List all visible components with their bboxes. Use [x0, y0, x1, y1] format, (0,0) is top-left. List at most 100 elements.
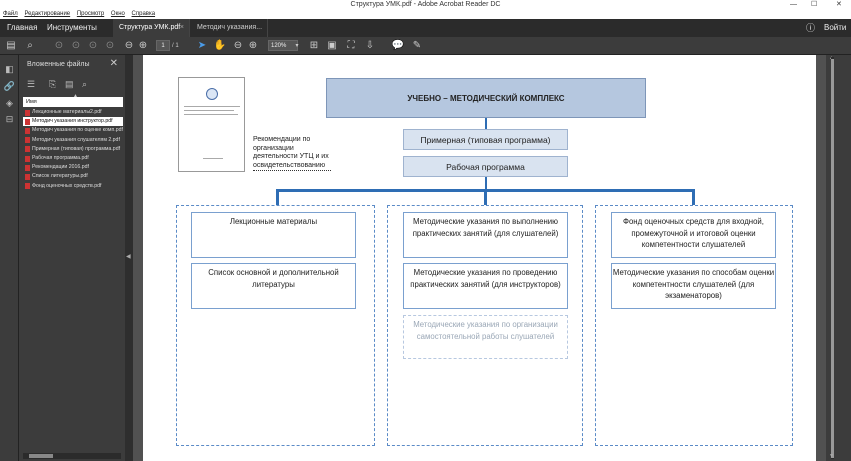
group-column-1 [176, 205, 375, 446]
open-attachment-icon[interactable]: ⎘ [49, 79, 57, 89]
scroll-down-icon[interactable]: ▼ [829, 453, 834, 459]
search-attachment-icon[interactable]: ⌕ [82, 79, 88, 89]
comment-icon[interactable]: 💬 [391, 40, 405, 51]
attachment-item[interactable]: Примерная (типовая) программа.pdf [23, 145, 123, 154]
vertical-scrollbar[interactable]: ▲ ▼ [826, 55, 851, 461]
nav-tools[interactable]: Инструменты [47, 23, 97, 32]
menu-bar: Файл Редактирование Просмотр Окно Справк… [0, 10, 851, 19]
connector [276, 189, 279, 205]
attachment-label: Методич указания по оценке комп.pdf [32, 127, 123, 134]
menu-edit[interactable]: Редактирование [24, 11, 71, 17]
group-column-3 [595, 205, 793, 446]
options-icon[interactable]: ☰ [27, 79, 36, 89]
connector [485, 177, 487, 190]
menu-window[interactable]: Окно [110, 11, 125, 17]
page-total: / 1 [172, 43, 179, 49]
pdf-file-icon [25, 118, 30, 125]
pdf-page: Рекомендации по организации деятельности… [143, 55, 816, 461]
collapse-arrow-icon[interactable]: ◀ [126, 254, 131, 260]
scroll-mode-icon[interactable]: ⇩ [365, 40, 375, 51]
tab-label: Структура УМК.pdf [119, 24, 181, 31]
forward-icon[interactable]: ⊕ [138, 40, 148, 51]
minimize-button[interactable]: — [790, 1, 797, 8]
page-view-icon[interactable]: ▣ [327, 40, 337, 51]
lecture-materials-box: Лекционные материалы [191, 212, 356, 258]
pdf-file-icon [25, 173, 30, 180]
prev-page-icon[interactable]: ⊙ [71, 40, 81, 51]
thumbnail-line [184, 106, 240, 107]
pdf-file-icon [25, 146, 30, 153]
help-icon[interactable]: ⓘ [806, 23, 816, 33]
tab-close-icon[interactable]: × [179, 24, 184, 31]
next-page-icon[interactable]: ⊙ [88, 40, 98, 51]
attachment-label: Лекционные материалы2.pdf [32, 109, 102, 116]
window-title: Структура УМК.pdf - Adobe Acrobat Reader… [350, 1, 501, 8]
panel-title: Вложенные файлы [27, 61, 90, 68]
assessment-methods-box: Методические указания по способам оценки… [611, 263, 776, 309]
search-icon[interactable]: ⌕ [27, 40, 33, 51]
hand-tool-icon[interactable]: ✋ [213, 40, 227, 51]
attachment-item[interactable]: Рабочая программа.pdf [23, 154, 123, 163]
recommendation-link[interactable]: Рекомендации по организации деятельности… [253, 136, 331, 171]
horizontal-scrollbar[interactable] [23, 453, 121, 459]
sort-arrow-icon: ▲ [73, 93, 78, 99]
close-window-button[interactable]: ✕ [836, 1, 842, 8]
select-cursor-icon[interactable]: ➤ [197, 40, 207, 51]
menu-view[interactable]: Просмотр [76, 11, 105, 17]
tab-structure[interactable]: Структура УМК.pdf × [113, 19, 190, 37]
attachment-label: Методич указания инструктор.pdf [32, 118, 113, 125]
attachment-item[interactable]: Лекционные материалы2.pdf [23, 108, 123, 117]
attachment-item[interactable]: Список литературы.pdf [23, 172, 123, 181]
scroll-thumb[interactable] [831, 59, 834, 458]
back-icon[interactable]: ⊖ [124, 40, 134, 51]
pdf-file-icon [25, 109, 30, 116]
thumbnail-line [184, 114, 238, 115]
signin-button[interactable]: Войти [824, 23, 847, 32]
fit-page-icon[interactable]: ⊞ [309, 40, 319, 51]
work-program-box: Рабочая программа [403, 156, 568, 177]
thumbnail-line [184, 110, 234, 111]
attachment-item[interactable]: Методич указания инструктор.pdf [23, 117, 123, 127]
document-viewport[interactable]: Рекомендации по организации деятельности… [133, 55, 826, 461]
attachment-item[interactable]: Рекомендации 2016.pdf [23, 163, 123, 172]
panel-splitter[interactable]: ◀ [125, 55, 133, 461]
attachment-item[interactable]: Методич указания по оценке комп.pdf [23, 126, 123, 135]
pdf-file-icon [25, 155, 30, 162]
zoom-in-icon[interactable]: ⊕ [248, 40, 258, 51]
attachment-label: Рекомендации 2016.pdf [32, 164, 89, 171]
document-thumbnail-image[interactable] [178, 77, 245, 172]
save-attachment-icon[interactable]: ▤ [65, 79, 74, 89]
literature-list-box: Список основной и дополнительной литерат… [191, 263, 356, 309]
pdf-file-icon [25, 137, 30, 144]
attachments-icon[interactable]: 🔗 [3, 81, 16, 91]
nav-home[interactable]: Главная [7, 23, 38, 32]
self-study-guide-box: Методические указания по организации сам… [403, 315, 568, 359]
attachment-item[interactable]: Фонд оценочных средств.pdf [23, 182, 123, 191]
zoom-select[interactable]: 120% [268, 40, 298, 51]
connector [692, 189, 695, 205]
fullscreen-icon[interactable]: ⛶ [347, 40, 355, 51]
page-down-icon[interactable]: ⊙ [105, 40, 115, 51]
column-header-name[interactable]: Имя [23, 97, 123, 107]
attachments-panel: Вложенные файлы ✕ ☰ ⎘ ▤ ⌕ ▲ Имя Лекционн… [19, 55, 125, 461]
menu-file[interactable]: Файл [3, 11, 18, 17]
layers-icon[interactable]: ◈ [6, 98, 13, 108]
attachment-item[interactable]: Методич указания слушателям 2.pdf [23, 136, 123, 145]
zoom-dropdown-icon[interactable]: ▾ [295, 43, 299, 49]
scrollbar-thumb[interactable] [29, 454, 53, 458]
page-number-input[interactable]: 1 [156, 40, 170, 51]
connector [484, 189, 487, 205]
collapse-panel-icon[interactable]: ◧ [5, 64, 14, 74]
panel-close-icon[interactable]: ✕ [109, 58, 118, 69]
save-icon[interactable]: ▤ [6, 40, 16, 51]
pen-icon[interactable]: ✎ [412, 40, 422, 51]
emblem-icon [206, 88, 218, 100]
tab-method-guide[interactable]: Методич указания... [191, 19, 268, 37]
menu-help[interactable]: Справка [131, 11, 156, 17]
typical-program-box: Примерная (типовая программа) [403, 129, 568, 150]
maximize-button[interactable]: ☐ [811, 1, 818, 8]
tags-icon[interactable]: ⊟ [5, 114, 14, 124]
page-up-disabled-icon[interactable]: ⊙ [54, 40, 64, 51]
zoom-out-icon[interactable]: ⊖ [233, 40, 243, 51]
